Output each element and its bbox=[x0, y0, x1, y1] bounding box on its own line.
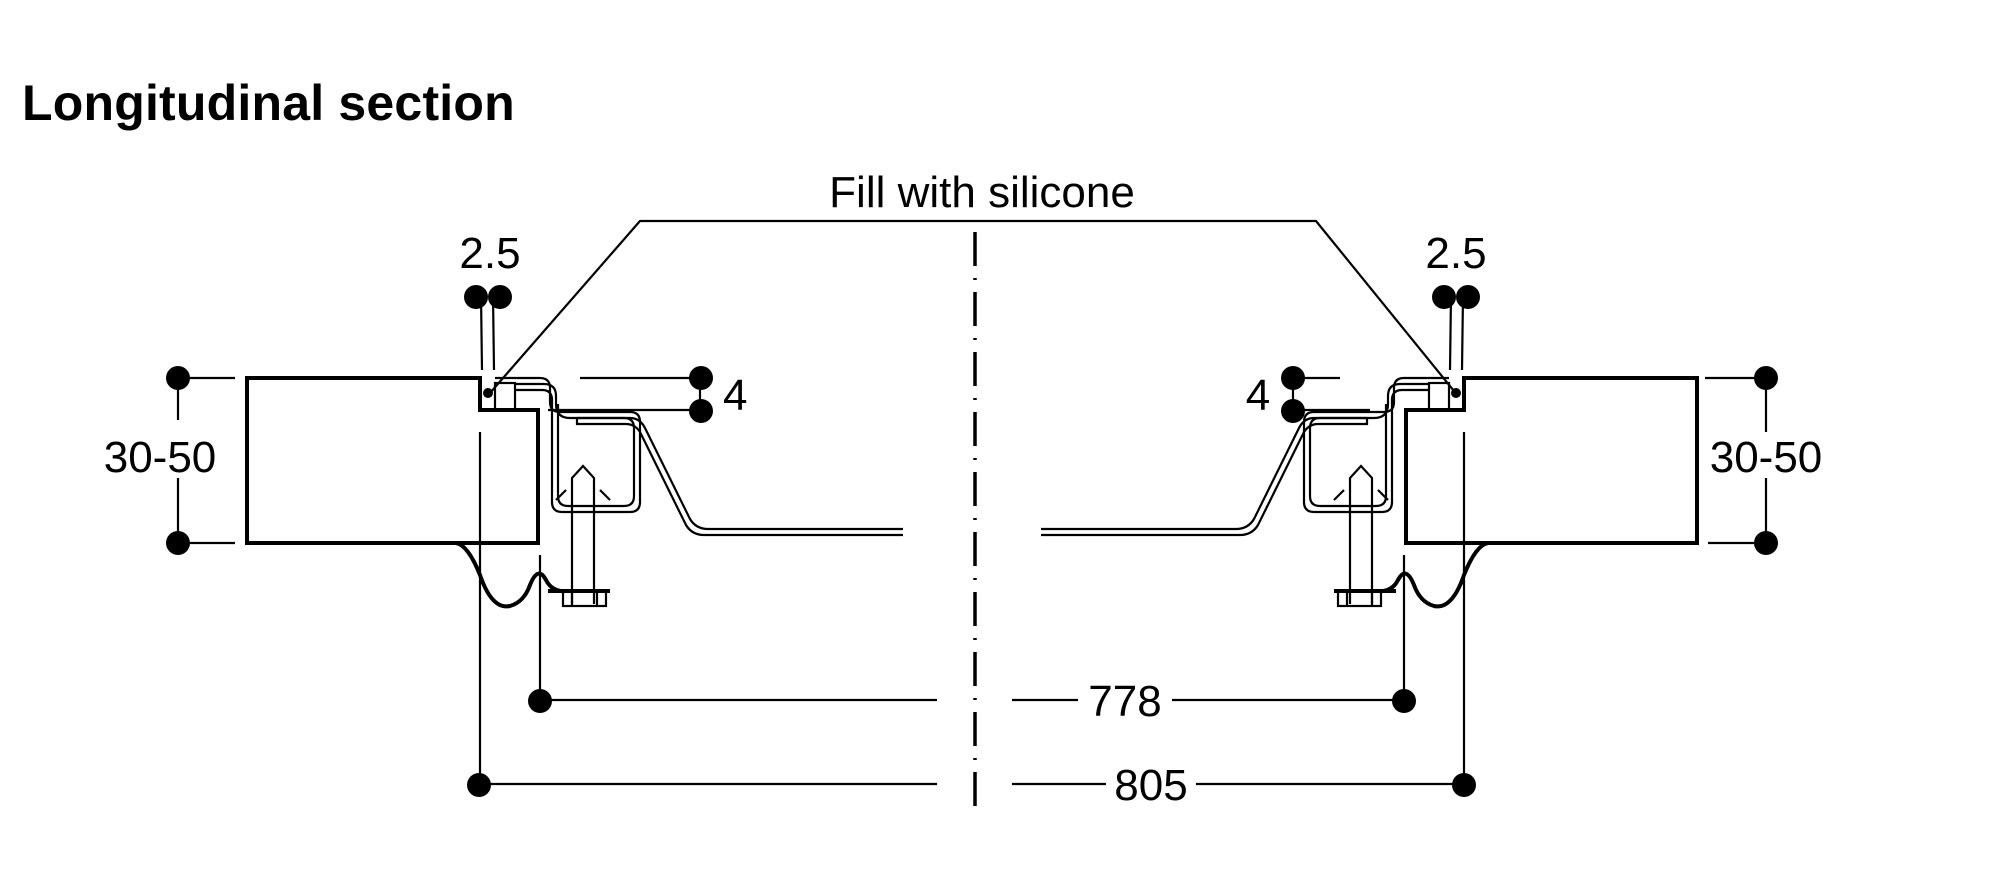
right-gap-label: 2.5 bbox=[1425, 229, 1486, 278]
left-clip-spring bbox=[455, 541, 567, 609]
left-silicone-bead bbox=[483, 388, 493, 398]
left-thickness-dimension bbox=[166, 366, 235, 555]
left-gap-dimension bbox=[464, 285, 512, 371]
silicone-callout-label: Fill with silicone bbox=[829, 168, 1135, 217]
section-title: Longitudinal section bbox=[22, 75, 515, 131]
outer-span-dimension bbox=[467, 773, 1476, 797]
left-thickness-label: 30-50 bbox=[104, 433, 217, 482]
outer-span-label: 805 bbox=[1114, 761, 1187, 810]
right-worktop bbox=[1404, 376, 1699, 545]
silicone-callout-leader bbox=[489, 219, 1455, 394]
right-clip-spring bbox=[1377, 541, 1489, 609]
right-hob-frame bbox=[1041, 376, 1451, 537]
left-hob-frame bbox=[493, 376, 903, 537]
left-step-dimension bbox=[548, 366, 713, 423]
left-gap-label: 2.5 bbox=[459, 229, 520, 278]
right-gap-dimension bbox=[1432, 285, 1480, 371]
left-worktop bbox=[245, 376, 540, 545]
inner-span-dimension bbox=[528, 689, 1416, 713]
right-thickness-dimension bbox=[1705, 366, 1778, 555]
right-thickness-label: 30-50 bbox=[1710, 433, 1823, 482]
left-step-label: 4 bbox=[723, 371, 747, 420]
right-step-dimension bbox=[1281, 366, 1370, 423]
right-step-label: 4 bbox=[1246, 371, 1270, 420]
inner-span-label: 778 bbox=[1088, 677, 1161, 726]
